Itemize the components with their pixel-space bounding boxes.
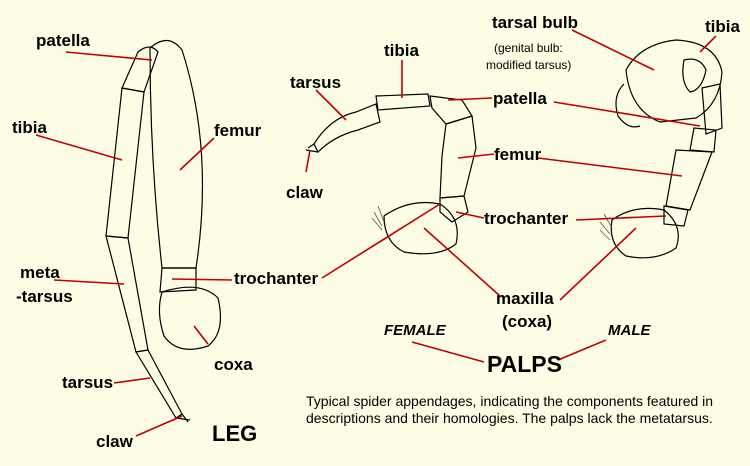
label-trochanter: trochanter xyxy=(234,269,318,288)
line-male-patella xyxy=(553,101,701,127)
line-female-trochanter xyxy=(455,211,485,219)
leg-metatarsus xyxy=(105,235,149,353)
leg-tibia xyxy=(105,87,145,239)
male-trochanter xyxy=(663,205,689,227)
line-leg-patella xyxy=(65,51,153,61)
male-tibia xyxy=(701,83,723,135)
line-female-to-palps xyxy=(411,341,485,363)
label-palps-title: PALPS xyxy=(487,351,562,377)
leg-coxa xyxy=(158,286,221,350)
female-maxilla xyxy=(383,201,458,255)
line-male-to-palps xyxy=(557,339,607,361)
male-patella xyxy=(689,127,717,153)
label-maxilla-1: maxilla xyxy=(496,289,554,308)
label-femur: femur xyxy=(494,145,542,164)
label-female-heading: FEMALE xyxy=(384,322,447,339)
label-male-heading: MALE xyxy=(608,322,651,339)
line-leg-coxa xyxy=(193,325,209,345)
label-maxilla-2: (coxa) xyxy=(502,312,552,331)
leg-femur xyxy=(149,39,204,269)
label-leg-claw: claw xyxy=(96,432,134,451)
male-maxilla xyxy=(610,207,679,259)
label-male-tibia: tibia xyxy=(705,17,740,36)
line-maxilla-female xyxy=(423,227,501,297)
female-trochanter xyxy=(439,195,469,223)
line-female-patella xyxy=(447,97,493,101)
male-embolus xyxy=(615,83,641,128)
line-male-femur xyxy=(537,157,683,177)
leg-trochanter xyxy=(159,267,197,293)
line-male-tarsal-bulb xyxy=(571,29,655,71)
label-genital-bulb-1: (genital bulb: xyxy=(494,41,563,55)
label-female-tibia: tibia xyxy=(384,41,419,60)
male-femur xyxy=(665,149,713,211)
label-leg-metatarsus-2: -tarsus xyxy=(16,287,73,306)
line-maxilla-male xyxy=(559,227,637,301)
label-genital-bulb-2: modified tarsus) xyxy=(486,58,571,72)
line-female-claw xyxy=(305,149,311,173)
male-tarsal-bulb xyxy=(625,39,723,123)
label-leg-tarsus: tarsus xyxy=(62,373,113,392)
line-trochanter-to-female xyxy=(321,203,441,279)
line-female-tarsus xyxy=(315,89,347,121)
labels: patella tibia femur meta -tarsus trochan… xyxy=(12,13,740,451)
leg-drawing xyxy=(105,39,221,423)
label-leg-title: LEG xyxy=(212,421,257,446)
label-tarsal-bulb: tarsal bulb xyxy=(492,13,578,32)
label-female-claw: claw xyxy=(286,183,324,202)
male-bulb-detail xyxy=(682,58,707,93)
line-leg-trochanter xyxy=(171,278,233,281)
line-leg-tarsus xyxy=(113,377,151,384)
label-leg-metatarsus-1: meta xyxy=(20,263,60,282)
label-leg-patella: patella xyxy=(36,31,90,50)
line-male-trochanter xyxy=(575,215,667,221)
label-lines xyxy=(35,29,717,437)
female-tarsus xyxy=(313,103,381,154)
label-female-tarsus: tarsus xyxy=(290,73,341,92)
line-female-femur xyxy=(457,153,495,159)
female-claw xyxy=(305,143,319,153)
female-tibia xyxy=(375,93,431,111)
figure-caption: Typical spider appendages, indicating th… xyxy=(306,393,714,426)
label-leg-coxa: coxa xyxy=(214,355,253,374)
line-leg-metatarsus xyxy=(53,279,125,285)
line-leg-femur xyxy=(179,137,215,171)
label-patella: patella xyxy=(493,89,547,108)
leg-tarsus xyxy=(135,349,183,419)
leg-patella xyxy=(121,46,159,93)
line-leg-claw xyxy=(135,415,183,437)
male-maxilla-hairs xyxy=(599,213,613,241)
female-palp-drawing xyxy=(305,93,477,255)
female-maxilla-hairs xyxy=(371,205,385,231)
label-palp-trochanter: trochanter xyxy=(484,209,568,228)
line-leg-tibia xyxy=(35,134,123,161)
male-palp-drawing xyxy=(599,39,723,259)
line-male-tibia xyxy=(699,35,717,53)
label-leg-tibia: tibia xyxy=(12,118,47,137)
label-leg-femur: femur xyxy=(214,121,262,140)
